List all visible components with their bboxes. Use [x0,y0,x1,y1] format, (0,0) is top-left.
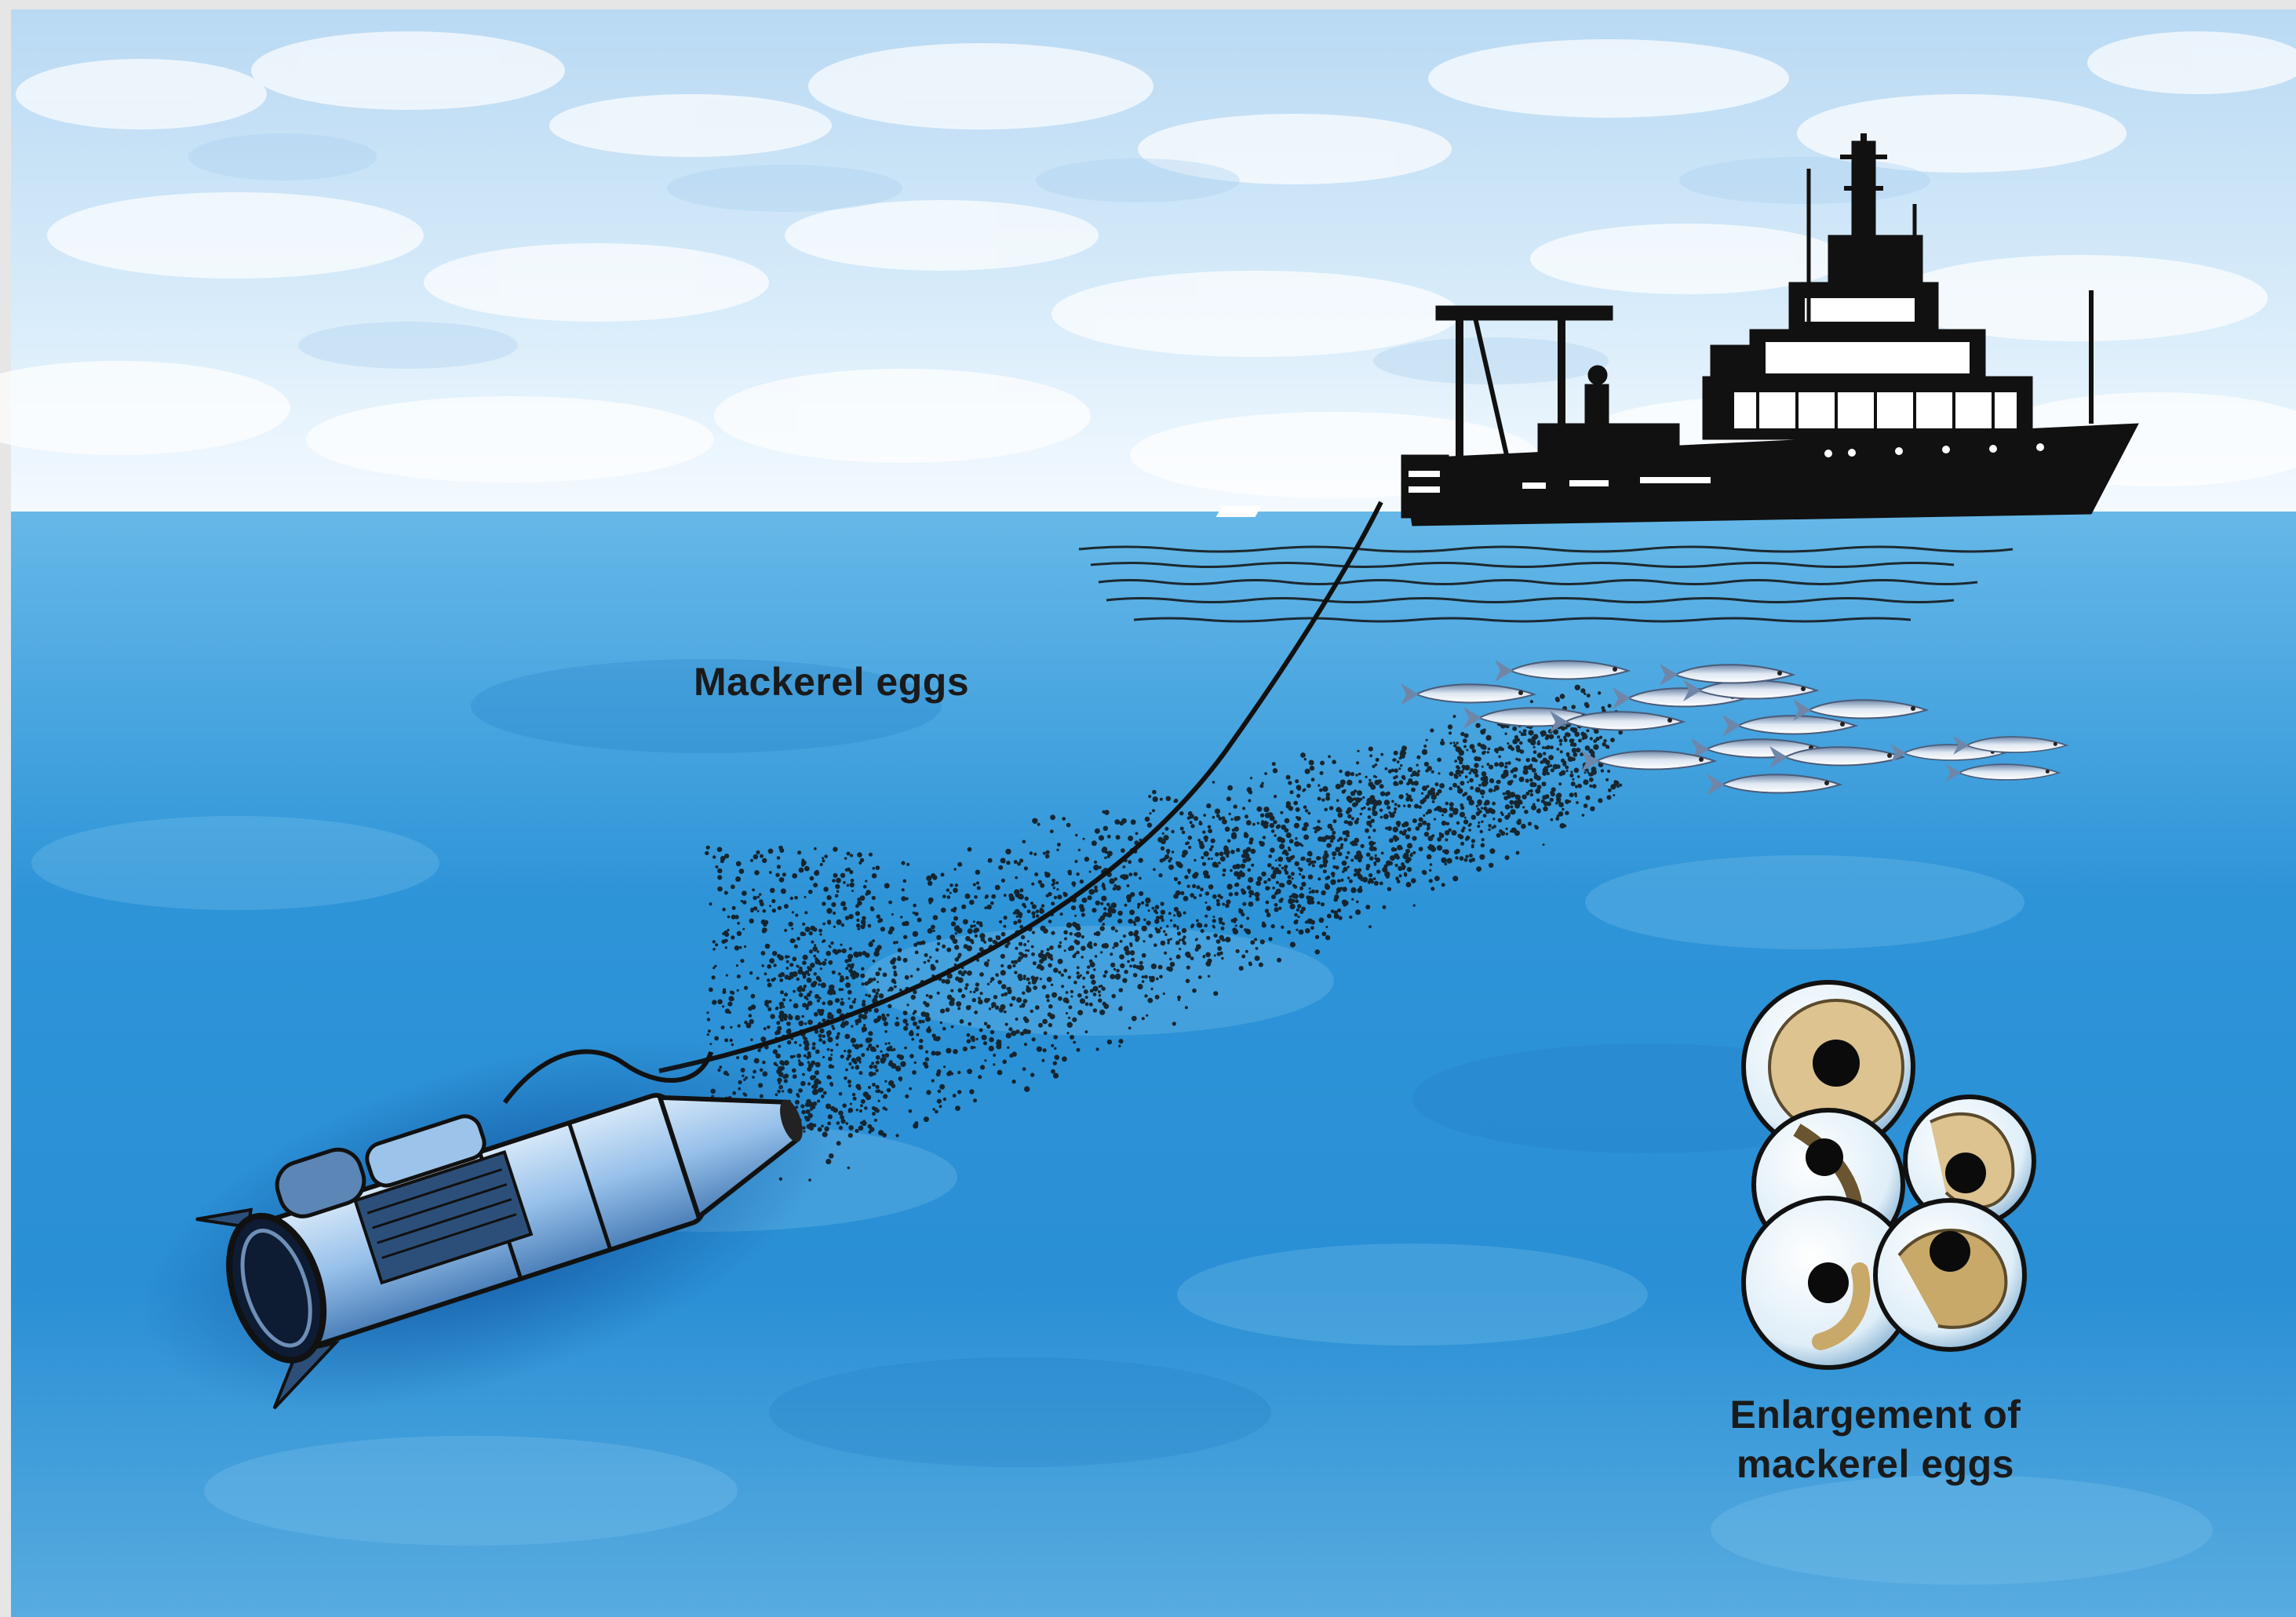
water-darker [471,659,1883,1467]
egg-enlarged-2 [1903,1094,2036,1228]
enlargement-label: Enlargement of mackerel eggs [1695,1390,2056,1489]
plankton-sampler [195,1049,803,1410]
mackerel-fish [1953,736,2069,755]
mackerel-fish [1945,763,2061,782]
enlarged-eggs [1741,980,2036,1370]
egg-enlarged-5 [1873,1198,2027,1352]
egg-cloud [704,684,1635,1182]
mackerel-fish [1769,746,1906,768]
enlargement-label-line1: Enlargement of [1729,1393,2021,1437]
research-ship [1215,133,2139,526]
mackerel-fish [1722,715,1859,737]
enlargement-label-line2: mackerel eggs [1737,1442,2014,1486]
mackerel-fish [1581,750,1718,772]
mackerel-fish [1707,774,1843,796]
mackerel-fish [1660,664,1796,686]
mackerel-eggs-label: Mackerel eggs [694,660,970,704]
mackerel-fish [1550,711,1686,733]
mackerel-school [1401,660,2069,796]
mackerel-fish [1793,699,1930,721]
mackerel-fish [1401,683,1537,705]
mackerel-fish [1495,660,1631,682]
ship-wake [1078,545,2014,623]
tow-cable [658,501,1383,1073]
egg-enlarged-1 [1741,980,1915,1154]
